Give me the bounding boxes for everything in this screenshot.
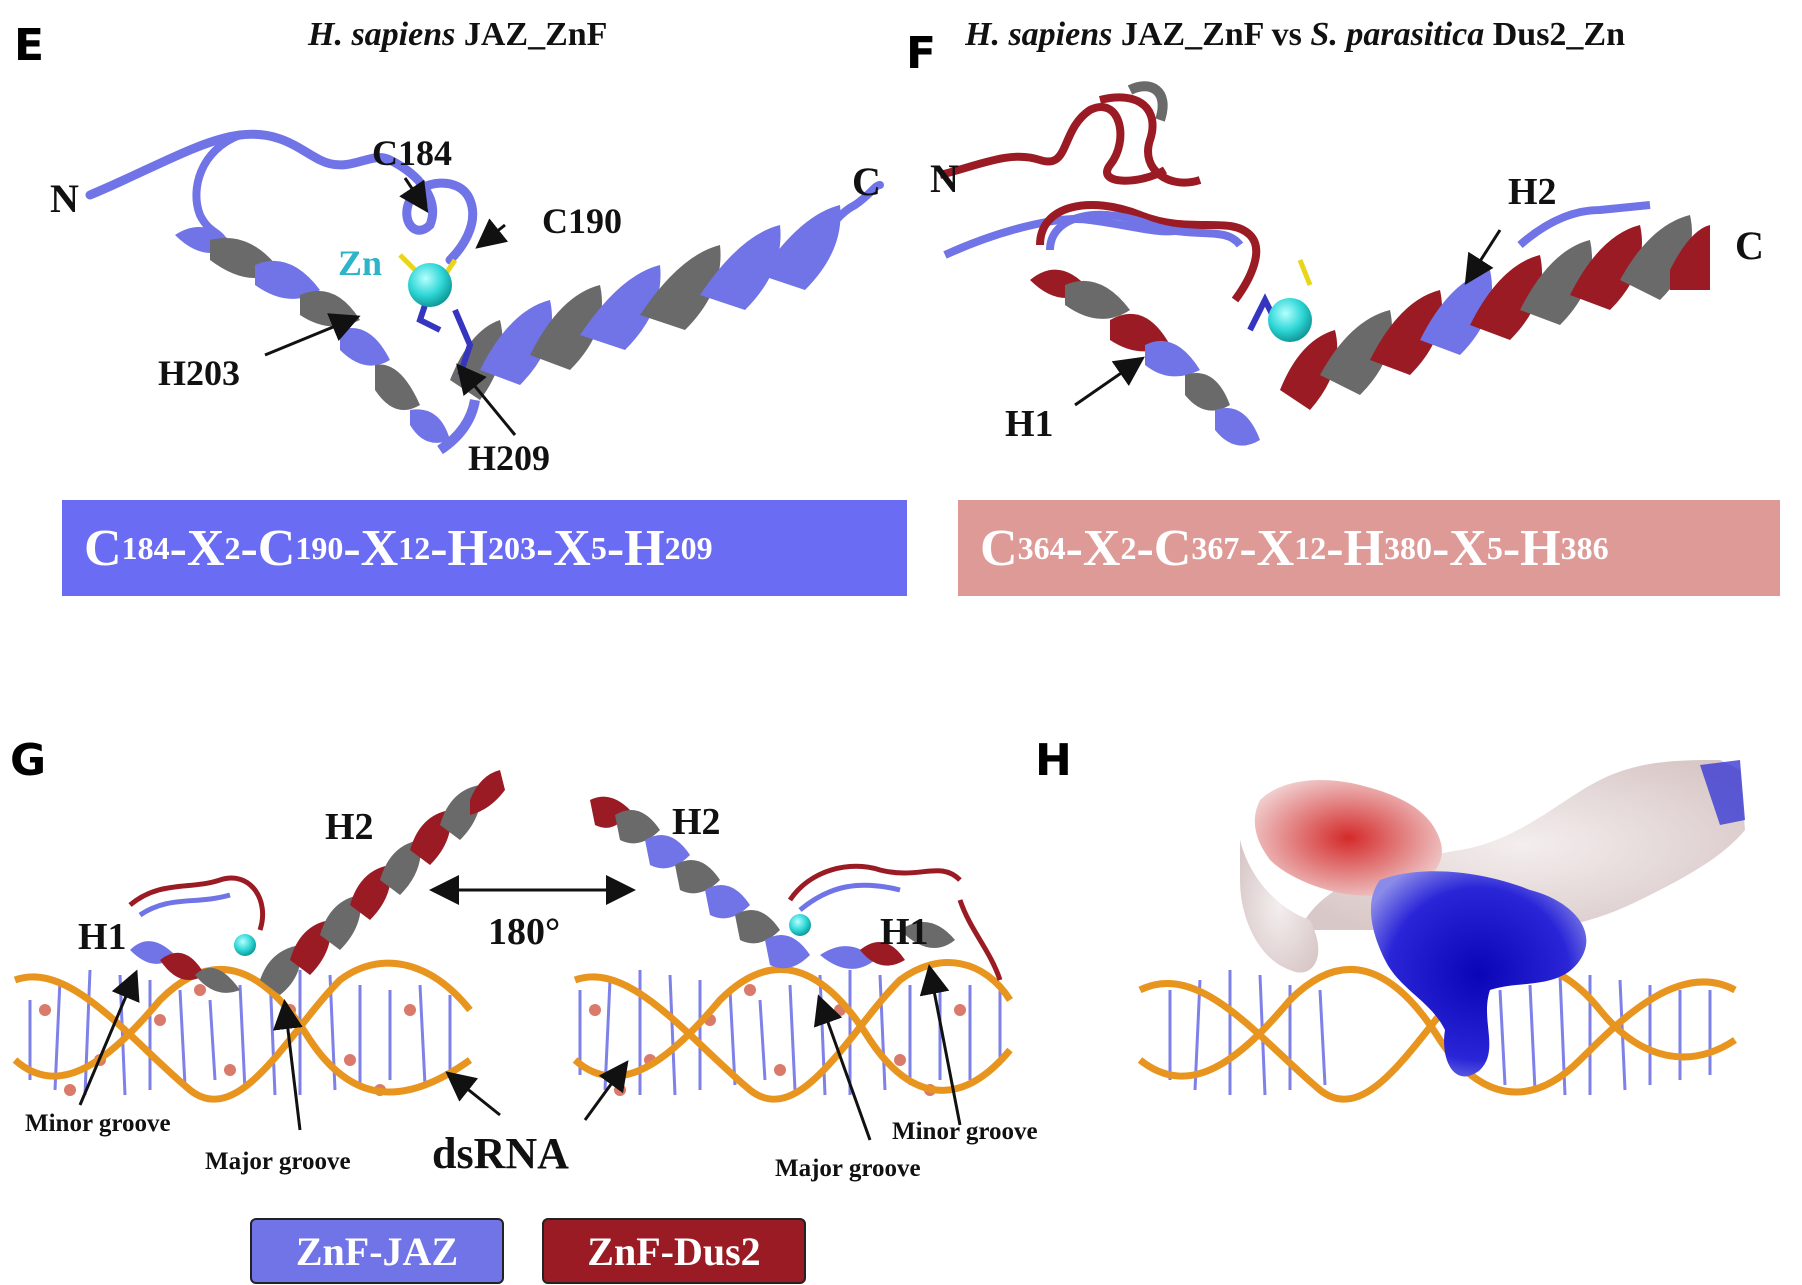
rna-backbone-1 — [13, 959, 473, 1103]
label-g-h2-left: H2 — [325, 806, 374, 848]
motif-f-p7: -H — [1502, 519, 1561, 577]
panel-e-title: H. sapiens JAZ_ZnF — [308, 16, 607, 54]
panel-g-right-rna — [572, 959, 1013, 1103]
panel-f-title-species-2: S. parasitica — [1310, 16, 1485, 53]
motif-e-p5: -H — [430, 519, 488, 577]
panel-g-letter: G — [10, 735, 47, 786]
label-minor-groove-left: Minor groove — [25, 1110, 171, 1137]
label-f-n: N — [930, 156, 959, 201]
panel-e-letter: E — [14, 20, 45, 71]
motif-f-p3: -C — [1136, 519, 1192, 577]
panel-e-title-species: H. sapiens — [308, 16, 456, 53]
overlay-helix-1 — [1030, 269, 1260, 446]
label-rotation: 180° — [488, 911, 561, 953]
left-h2-helix — [260, 770, 505, 995]
motif-f-p1: C — [980, 519, 1018, 577]
legend-znf-dus2: ZnF-Dus2 — [542, 1218, 806, 1284]
motif-f-p5: -H — [1326, 519, 1384, 577]
label-f-c: C — [1735, 223, 1764, 268]
motif-e-p2: -X — [169, 519, 225, 577]
panel-f-letter: F — [906, 28, 937, 79]
right-h2-helix — [590, 796, 810, 969]
label-minor-groove-right: Minor groove — [892, 1118, 1038, 1145]
motif-f-p6: -X — [1431, 519, 1487, 577]
panel-f-title-mid: JAZ_ZnF vs — [1112, 16, 1311, 53]
jaz-helix-1 — [175, 227, 450, 443]
panel-f-structure — [939, 81, 1710, 446]
label-major-groove-right: Major groove — [775, 1155, 921, 1182]
zinc-atom-f — [1268, 298, 1312, 342]
label-e-n: N — [50, 176, 79, 221]
panel-h-surface — [1137, 760, 1745, 1103]
label-f-h1: H1 — [1005, 403, 1054, 445]
rna-backbone-2 — [12, 965, 473, 1096]
label-major-groove-left: Major groove — [205, 1148, 351, 1175]
overlay-helix-2 — [1280, 215, 1710, 410]
label-h209: H209 — [468, 438, 551, 478]
label-f-h2: H2 — [1508, 171, 1557, 213]
panel-g-right-protein — [583, 796, 1003, 1141]
panel-g-left-rna — [12, 959, 473, 1103]
zinc-atom — [408, 263, 452, 307]
panel-g-left-protein — [78, 770, 636, 1131]
panel-f-title-species-1: H. sapiens — [965, 16, 1113, 53]
motif-e-p1: C — [84, 519, 122, 577]
label-g-h1-right: H1 — [880, 911, 929, 953]
motif-f-p4: -X — [1239, 519, 1295, 577]
panel-f-title: H. sapiens JAZ_ZnF vs S. parasitica Dus2… — [965, 16, 1785, 54]
label-dsrna: dsRNA — [432, 1129, 569, 1178]
motif-e-p6: -X — [535, 519, 591, 577]
surface-red-region — [1254, 780, 1442, 896]
legend-znf-jaz: ZnF-JAZ — [250, 1218, 504, 1284]
label-g-h1-left: H1 — [78, 916, 127, 958]
motif-f-p2: -X — [1065, 519, 1121, 577]
motif-e-p3: -C — [240, 519, 296, 577]
label-g-h2-right: H2 — [672, 801, 721, 843]
panel-f-title-rest: Dus2_Zn — [1484, 16, 1626, 53]
panel-e-structure — [85, 129, 884, 455]
motif-e-p4: -X — [343, 519, 399, 577]
jaz-helix-2 — [450, 201, 857, 400]
label-e-c: C — [852, 159, 881, 204]
motif-e-p7: -H — [606, 519, 665, 577]
surface-blue-region — [1370, 871, 1587, 1077]
label-c184: C184 — [372, 133, 452, 173]
panel-h-letter: H — [1035, 735, 1072, 786]
label-c190: C190 — [542, 201, 622, 241]
panel-e-title-rest: JAZ_ZnF — [455, 16, 608, 53]
label-zn: Zn — [338, 243, 383, 283]
label-h203: H203 — [158, 353, 241, 393]
